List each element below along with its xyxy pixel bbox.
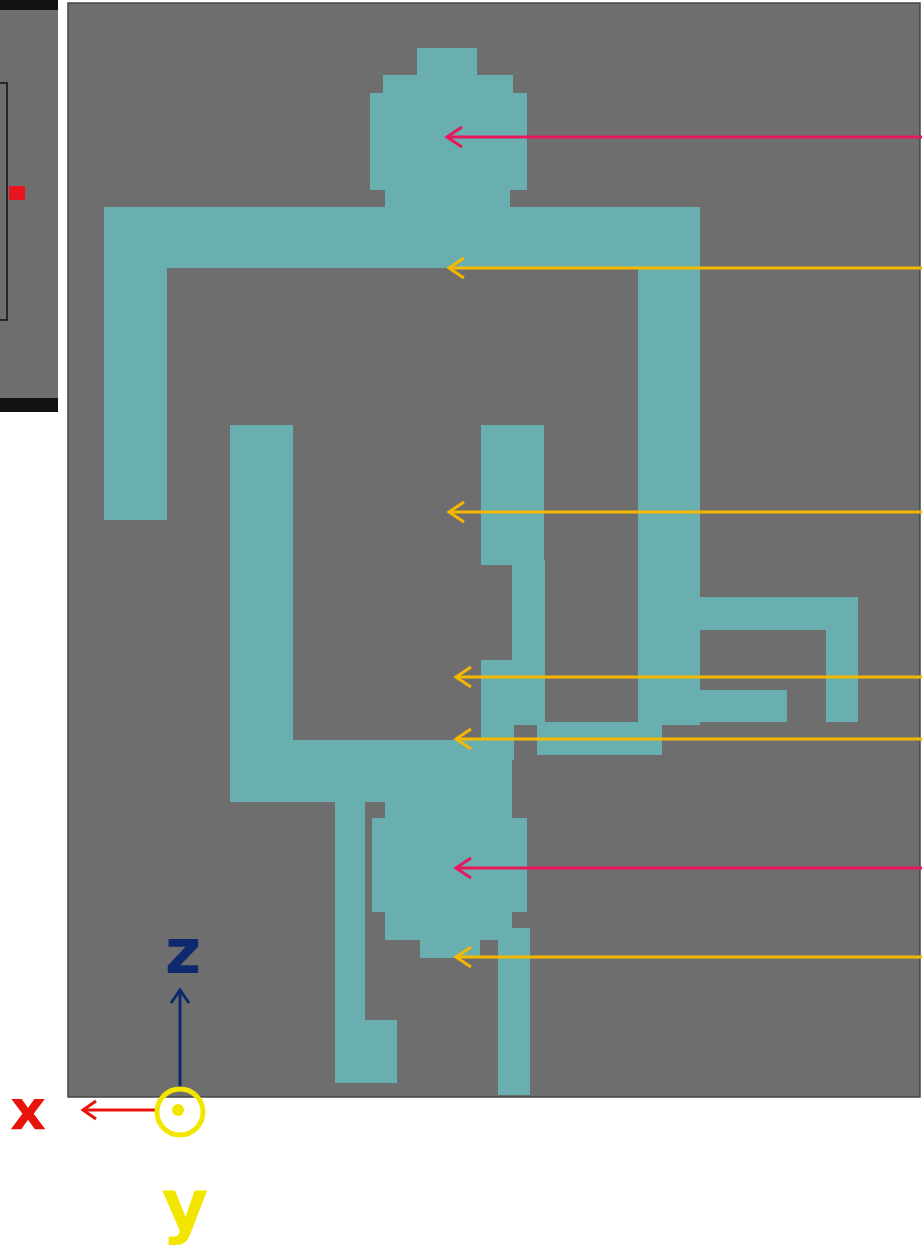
axis-triad (83, 990, 203, 1135)
indicator-arrows (447, 127, 922, 967)
main-panel (68, 3, 920, 1097)
axis-label: x (10, 1082, 46, 1138)
axis-label: y (162, 1169, 209, 1241)
inset-panel (0, 0, 58, 412)
axis-label: z (165, 921, 201, 983)
teal-structure (104, 48, 858, 1095)
